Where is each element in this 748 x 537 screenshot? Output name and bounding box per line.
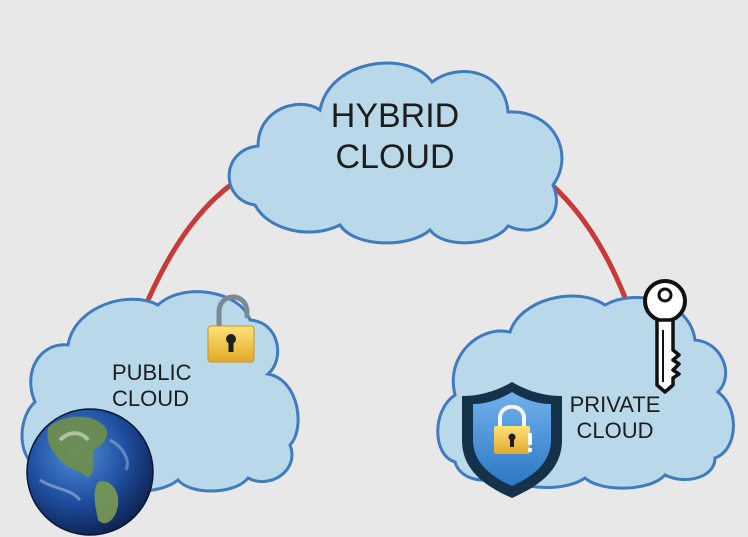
public-cloud-label-line2: CLOUD	[112, 385, 190, 411]
private-cloud-label: PRIVATE CLOUD	[560, 392, 670, 444]
hybrid-cloud-label-line2: CLOUD	[335, 138, 455, 177]
public-cloud-label: PUBLIC CLOUD	[112, 360, 232, 412]
public-cloud-label-line1: PUBLIC	[112, 360, 192, 385]
private-cloud-label-line1: PRIVATE	[569, 392, 661, 417]
private-cloud-label-line2: CLOUD	[576, 417, 654, 443]
hybrid-cloud-label-line1: HYBRID	[330, 97, 460, 135]
key-icon	[643, 279, 687, 394]
shield-lock-icon	[462, 382, 562, 498]
connector-left	[145, 172, 248, 303]
hybrid-cloud-shape	[227, 61, 564, 245]
hybrid-cloud-label: HYBRID CLOUD	[315, 96, 475, 179]
open-padlock-icon	[207, 294, 255, 363]
globe-icon	[26, 408, 154, 536]
